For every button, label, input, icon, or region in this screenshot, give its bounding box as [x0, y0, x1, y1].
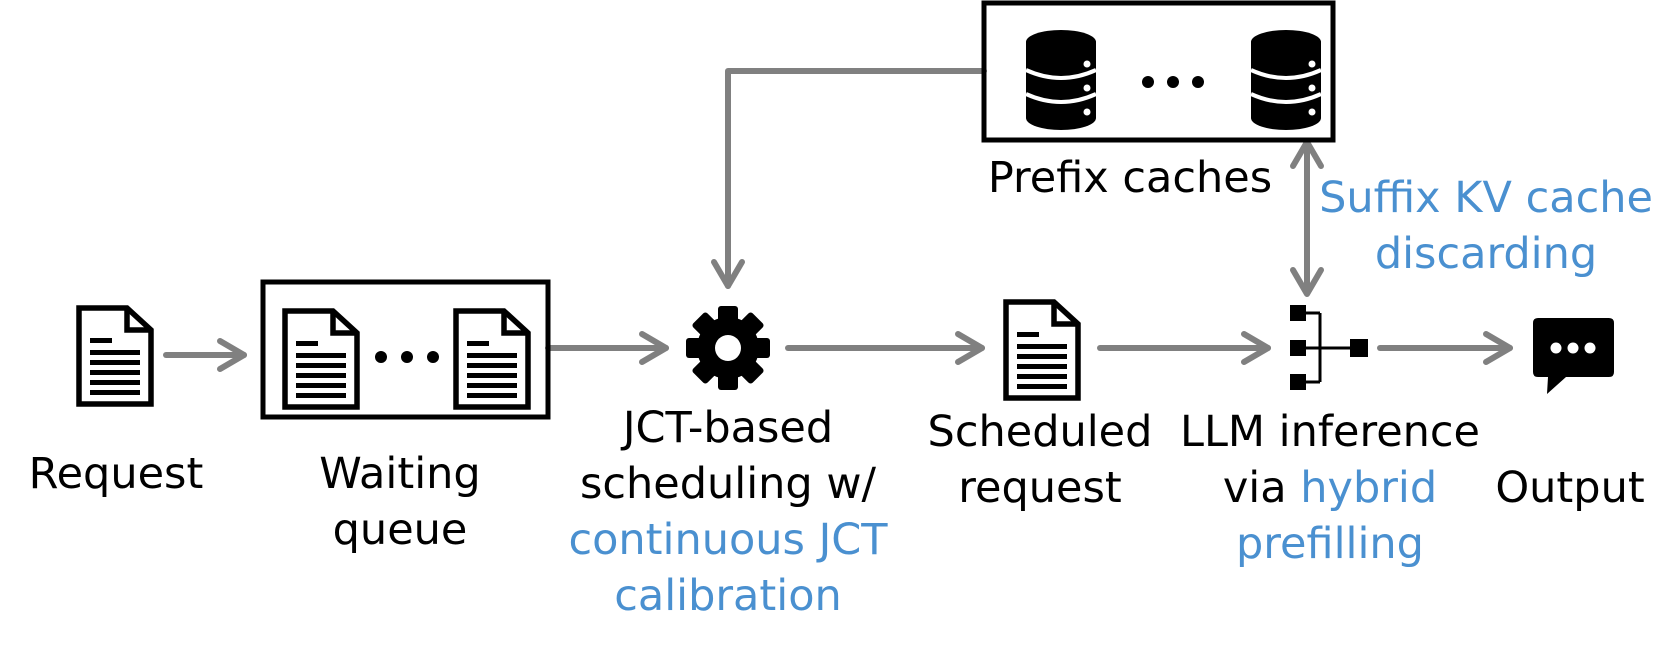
output-label: Output: [1495, 463, 1645, 513]
chat-bubble-icon: [1533, 318, 1614, 394]
waiting-queue-box: [260, 279, 551, 420]
arrow-caches-to-scheduler: [711, 68, 987, 289]
arrow-request-to-queue: [163, 338, 247, 372]
queue-document-icon: [456, 311, 528, 407]
suffix-discarding-label: Suffix KV cache discarding: [1319, 173, 1653, 279]
queue-document-icon: [285, 311, 357, 407]
arrow-scheduler-to-scheduled: [785, 331, 985, 365]
network-icon: [1290, 305, 1368, 390]
arrow-queue-to-scheduler: [545, 331, 669, 365]
request-label: Request: [28, 449, 204, 499]
gear-icon: [686, 306, 770, 390]
prefix-caches-box: [981, 0, 1336, 143]
database-icon: [1249, 28, 1323, 132]
arrow-inference-to-output: [1377, 331, 1513, 365]
scheduler-label: JCT-based scheduling w/ continuous JCT c…: [568, 403, 888, 621]
database-icon: [1024, 28, 1098, 132]
scheduled-request-document-icon: [1006, 302, 1078, 398]
arrow-scheduled-to-inference: [1097, 331, 1271, 365]
scheduled-request-label: Scheduled request: [927, 407, 1153, 513]
request-document-icon: [79, 308, 151, 404]
queue-ellipsis-icon: [375, 351, 439, 363]
caches-ellipsis-icon: [1142, 76, 1204, 88]
waiting-queue-label: Waiting queue: [319, 449, 481, 555]
prefix-caches-label: Prefix caches: [987, 153, 1273, 203]
inference-label: LLM inference via hybrid prefilling: [1179, 407, 1480, 569]
